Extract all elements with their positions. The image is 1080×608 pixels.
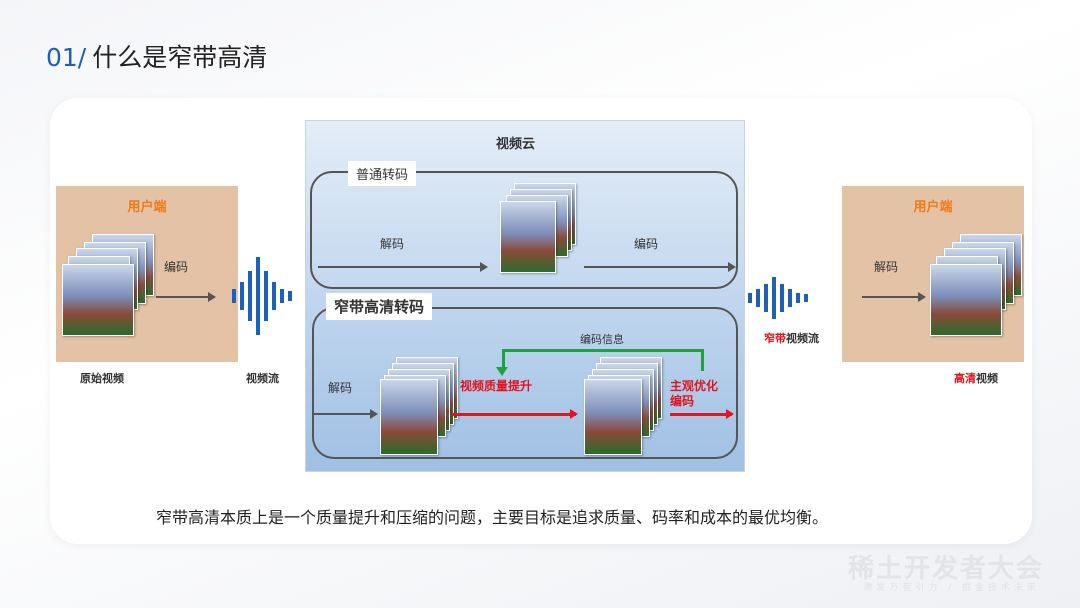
stream-caption: 视频流 xyxy=(246,372,279,385)
normal-transcode-label: 普通转码 xyxy=(348,161,417,186)
narrow-stream-caption: 窄带视频流 xyxy=(764,330,819,346)
arrow xyxy=(156,292,216,302)
nbhd-transcode-box xyxy=(312,307,738,459)
nbhd-transcode-label: 窄带高清转码 xyxy=(326,293,433,320)
video-frames-image xyxy=(930,234,1022,336)
video-frames-image xyxy=(380,357,460,455)
caption-highlight: 高清 xyxy=(954,372,976,385)
waveform-icon xyxy=(748,276,808,320)
section-number: 01/ xyxy=(46,43,87,72)
decode-label: 解码 xyxy=(380,237,405,251)
arrow xyxy=(452,409,578,419)
hd-video-caption: 高清视频 xyxy=(954,370,998,386)
video-cloud-panel: 视频云 普通转码 解码 编码 窄带高清转码 编码信息 解码 视频质量提升 主观优… xyxy=(305,120,745,472)
encode-label: 编码 xyxy=(634,237,659,251)
subjective-encode-label-2: 编码 xyxy=(670,394,695,408)
normal-transcode-box xyxy=(310,171,738,289)
caption-text: 视频流 xyxy=(786,332,819,345)
feedback-label: 编码信息 xyxy=(580,333,624,346)
arrow xyxy=(584,262,736,272)
decode-label: 解码 xyxy=(328,381,353,395)
cloud-title: 视频云 xyxy=(496,137,536,152)
caption-highlight: 窄带 xyxy=(764,332,786,345)
watermark-logo: 稀土开发者大会 xyxy=(847,554,1044,584)
user-label: 用户端 xyxy=(913,200,953,215)
quality-enhance-label: 视频质量提升 xyxy=(460,379,533,393)
right-user-panel: 用户端 解码 xyxy=(842,186,1024,362)
arrow xyxy=(670,409,734,419)
user-label: 用户端 xyxy=(127,200,167,215)
caption-text: 视频 xyxy=(976,372,998,385)
arrow-head xyxy=(496,367,508,376)
waveform-icon xyxy=(232,256,292,336)
source-video-caption: 原始视频 xyxy=(80,372,124,385)
subjective-encode-label: 主观优化 xyxy=(670,379,719,393)
video-frames-image xyxy=(584,357,664,455)
title-text: 什么是窄带高清 xyxy=(92,43,268,72)
encode-label: 编码 xyxy=(164,260,189,274)
arrow xyxy=(862,292,926,302)
left-user-panel: 用户端 编码 xyxy=(56,186,238,362)
video-frames-image xyxy=(62,234,154,336)
page-title: 01/什么是窄带高清 xyxy=(46,38,267,74)
feedback-arrow xyxy=(502,349,704,371)
video-frames-image xyxy=(500,183,580,273)
arrow xyxy=(318,262,488,272)
watermark-slogan: 激发万有引力 / 掘金技术未来 xyxy=(863,583,1040,593)
decode-label: 解码 xyxy=(874,260,899,274)
arrow xyxy=(312,409,378,419)
summary-text: 窄带高清本质上是一个质量提升和压缩的问题，主要目标是追求质量、码率和成本的最优均… xyxy=(156,508,829,527)
